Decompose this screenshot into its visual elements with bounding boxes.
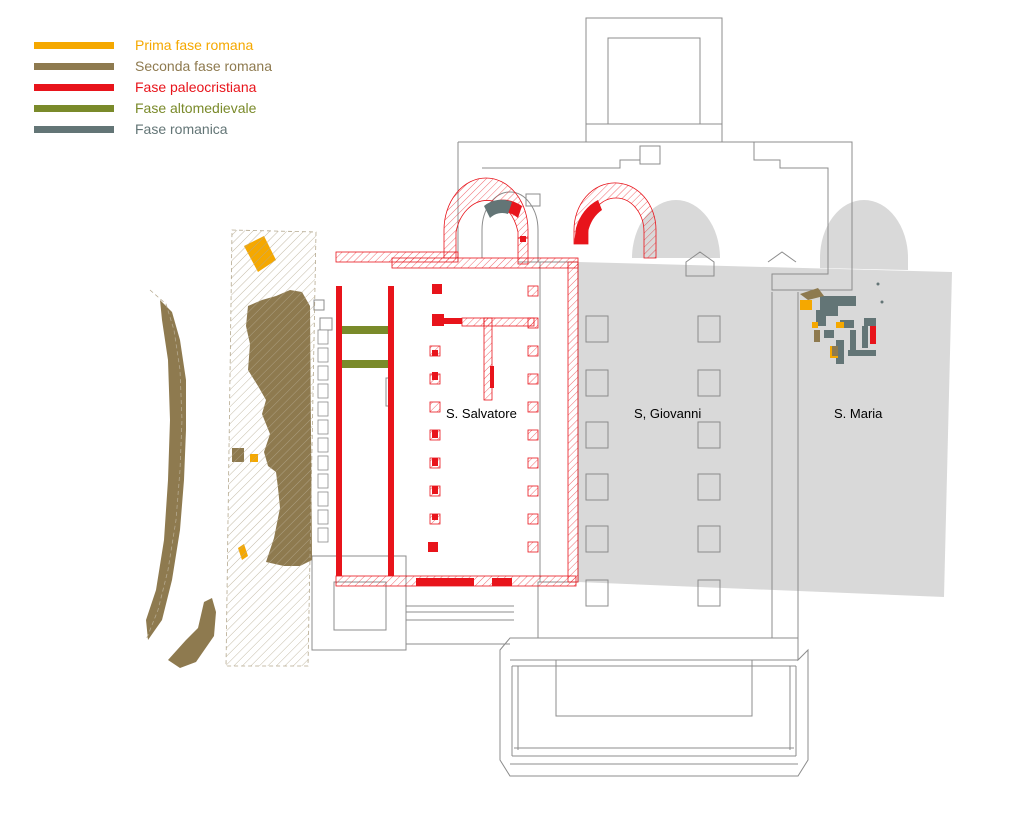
label-s-salvatore: S. Salvatore [446, 406, 517, 421]
legend-swatch [34, 84, 114, 91]
paleochristian-walls [336, 199, 876, 586]
label-s-maria: S. Maria [834, 406, 883, 421]
legend-label: Seconda fase romana [135, 58, 272, 74]
shaded-area [578, 200, 952, 597]
stones [317, 329, 329, 543]
legend-swatch [34, 63, 114, 70]
legend-label: Prima fase romana [135, 37, 254, 53]
altomedievale-walls [342, 326, 388, 368]
legend-label: Fase paleocristiana [135, 79, 257, 95]
legend-label: Fase romanica [135, 121, 228, 137]
romanica-walls [484, 199, 876, 364]
label-s-giovanni: S, Giovanni [634, 406, 702, 421]
legend-swatch [34, 105, 114, 112]
legend-swatch [34, 42, 114, 49]
legend-swatch [34, 126, 114, 133]
legend-label: Fase altomedievale [135, 100, 257, 116]
markers [876, 282, 884, 304]
roman-road [145, 229, 317, 667]
